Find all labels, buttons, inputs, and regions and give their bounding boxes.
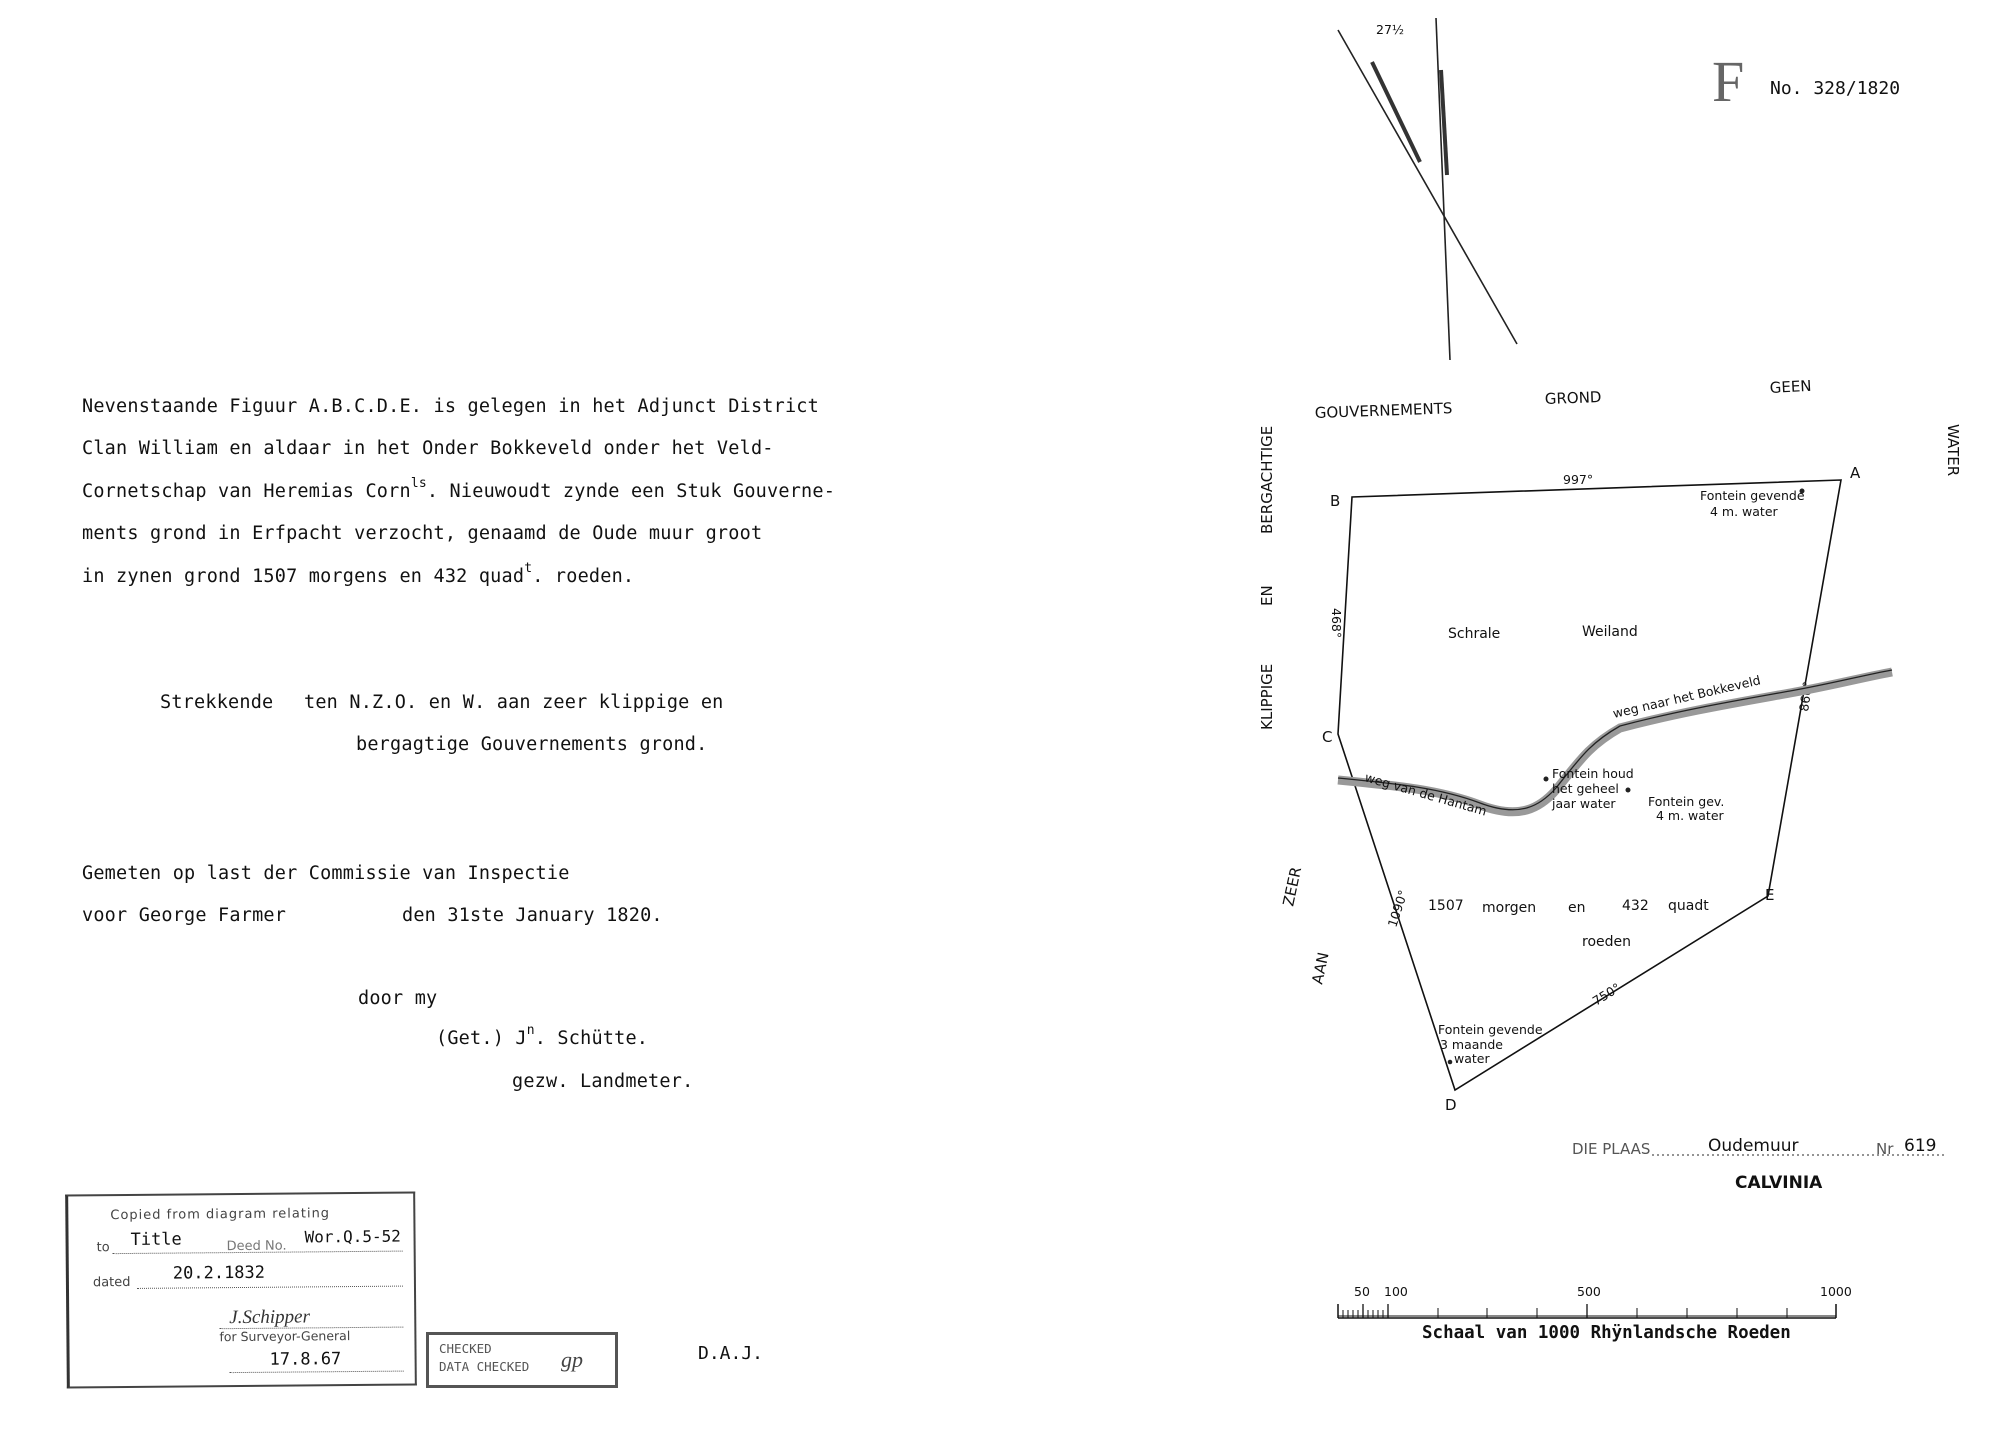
spring-d-marker (1447, 1059, 1453, 1065)
copy-stamp-date-signed: 17.8.67 (269, 1349, 342, 1370)
copy-stamp-for-label: for Surveyor-General (219, 1328, 351, 1345)
vertex-b: B (1330, 492, 1340, 510)
surround-left-4: ZEER (1279, 865, 1305, 908)
surround-left-1: BERGACHTIGE (1258, 426, 1276, 534)
vertex-a: A (1850, 464, 1861, 482)
copy-stamp-dated-value: 20.2.1832 (172, 1262, 266, 1284)
footer-initials: D.A.J. (698, 1343, 764, 1364)
side-ab-length: 997° (1563, 472, 1593, 487)
land-type-2: Weiland (1582, 624, 1638, 640)
boundaries-line-2: bergagtige Gouvernements grond. (356, 734, 708, 755)
scale-tick-1000: 1000 (1820, 1284, 1852, 1299)
survey-line-2a: voor George Farmer (82, 905, 287, 926)
copy-stamp-dated-dots (136, 1285, 403, 1289)
survey-line-1: Gemeten op last der Commissie van Inspec… (82, 863, 570, 884)
area-unit-roeden: roeden (1582, 934, 1631, 950)
copy-stamp: Copied from diagram relating to Title De… (65, 1191, 417, 1389)
spring-d-line-3: water (1454, 1051, 1490, 1066)
spring-mid1-line-1: Fontein houd (1552, 766, 1634, 781)
boundaries-line-1a: Strekkende (160, 692, 274, 713)
spring-d-line-2: 3 maande (1440, 1037, 1503, 1052)
surround-top-1: GOUVERNEMENTS (1315, 399, 1453, 422)
property-boundary (1337, 479, 1842, 1092)
farm-prefix: DIE PLAAS (1572, 1140, 1651, 1158)
surround-top-3: GEEN (1769, 377, 1812, 397)
scale-tick-50: 50 (1354, 1284, 1370, 1299)
surveyor-signature: (Get.) Jn. Schütte. (436, 1023, 649, 1049)
spring-mid1-line-2: het geheel (1552, 781, 1619, 796)
side-bc-length: 468° (1329, 608, 1344, 638)
copy-stamp-date-dots (229, 1370, 404, 1374)
description-line-2: Clan William en aldaar in het Onder Bokk… (82, 438, 774, 459)
checked-stamp-line-2: DATA CHECKED (439, 1359, 530, 1374)
spring-mid1-line-3: jaar water (1551, 796, 1616, 811)
spring-mid2-marker (1625, 787, 1631, 793)
side-de-length: 750° (1590, 980, 1623, 1009)
meridian-angle-label: 27½ (1376, 22, 1404, 37)
copy-stamp-dated-label: dated (92, 1274, 131, 1291)
area-and: en (1568, 900, 1586, 916)
plan-number: No. 328/1820 (1770, 78, 1901, 99)
surround-left-5: AAN (1308, 951, 1332, 986)
checked-stamp-initials: gp (561, 1347, 583, 1372)
copy-stamp-signature: J.Schipper (229, 1306, 311, 1329)
road-shading (1337, 667, 1893, 817)
road-line (1337, 669, 1893, 811)
scale-caption: Schaal van 1000 Rhÿnlandsche Roeden (1422, 1323, 1791, 1343)
farm-nr-label: Nr (1876, 1140, 1894, 1158)
road-west-label: weg van de Hantam (1363, 769, 1488, 818)
vertex-c: C (1322, 728, 1332, 746)
area-number-morgen: 1507 (1428, 898, 1464, 914)
farm-name: Oudemuur (1708, 1136, 1799, 1156)
scale-tick-100: 100 (1384, 1284, 1408, 1299)
copy-stamp-header: Copied from diagram relating (110, 1206, 331, 1224)
description-line-5: in zynen grond 1507 morgens en 432 quadt… (82, 561, 635, 587)
spring-a-line-2: 4 m. water (1710, 504, 1779, 519)
boundaries-line-1b: ten N.Z.O. en W. aan zeer klippige en (304, 692, 724, 713)
checked-stamp-line-1: CHECKED (439, 1341, 492, 1356)
surveyor-title: gezw. Landmeter. (512, 1071, 694, 1092)
survey-by: door my (358, 988, 438, 1009)
surround-right: WATER (1944, 424, 1962, 476)
spring-d-line-1: Fontein gevende (1438, 1022, 1543, 1037)
scale-tick-500: 500 (1577, 1284, 1601, 1299)
description-line-3: Cornetschap van Heremias Cornls. Nieuwou… (82, 476, 836, 502)
spring-a-line-1: Fontein gevende (1700, 488, 1805, 503)
farm-district: CALVINIA (1735, 1173, 1823, 1193)
meridian-arrow: 27½ (1337, 17, 1518, 361)
copy-stamp-to-label: to (96, 1240, 110, 1256)
spring-mid1-marker (1543, 776, 1549, 782)
surround-left-3: KLIPPIGE (1258, 664, 1276, 730)
checked-stamp: CHECKED DATA CHECKED gp (426, 1332, 618, 1388)
spring-a-marker (1799, 488, 1805, 494)
side-cd-length: 1090° (1385, 888, 1411, 929)
scale-bar: 50 100 500 1000 (1337, 1284, 1852, 1319)
description-line-4: ments grond in Erfpacht verzocht, genaam… (82, 523, 763, 544)
description-line-1: Nevenstaande Figuur A.B.C.D.E. is gelege… (82, 396, 819, 417)
farm-nr: 619 (1904, 1136, 1937, 1156)
surround-top-2: GROND (1545, 388, 1602, 408)
surround-left-2: EN (1258, 585, 1276, 606)
vertex-e: E (1765, 886, 1774, 904)
area-number-roeden: 432 (1622, 898, 1649, 914)
area-unit-quad: quadt (1668, 898, 1709, 914)
land-type-1: Schrale (1448, 626, 1500, 642)
spring-mid2-line-1: Fontein gev. (1648, 794, 1724, 809)
vertex-d: D (1445, 1096, 1457, 1114)
area-unit-morgen: morgen (1482, 900, 1536, 916)
corner-letter: F (1712, 49, 1745, 114)
copy-stamp-to-value: Title (130, 1229, 182, 1250)
survey-line-2b: den 31ste January 1820. (402, 905, 663, 926)
copy-stamp-deed-value: Wor.Q.5-52 (304, 1226, 401, 1247)
spring-mid2-line-2: 4 m. water (1656, 808, 1725, 823)
